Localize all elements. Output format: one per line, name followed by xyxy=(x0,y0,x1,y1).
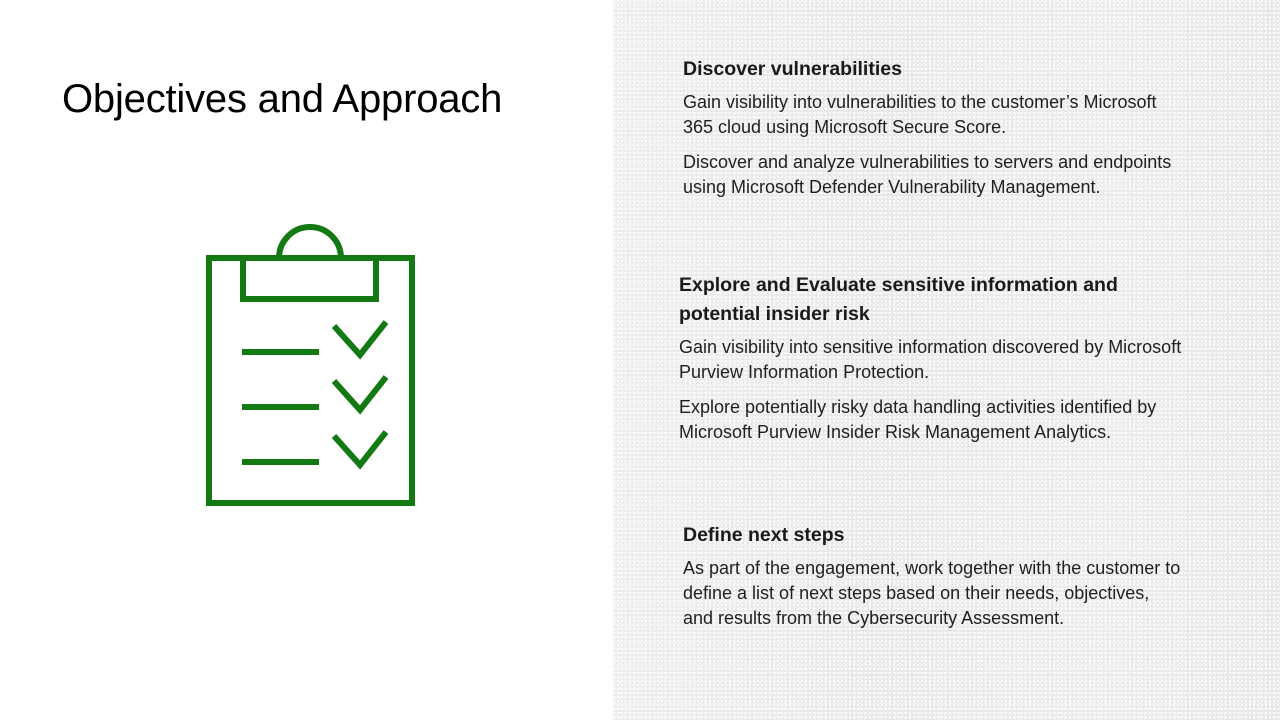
checkmark-1 xyxy=(331,320,389,360)
page-title: Objectives and Approach xyxy=(62,76,503,121)
block-paragraph: As part of the engagement, work together… xyxy=(683,558,1181,628)
content-block-define-next-steps: Define next steps As part of the engagem… xyxy=(683,521,1183,631)
left-panel: Objectives and Approach xyxy=(0,0,613,720)
clipboard-clip xyxy=(240,224,379,302)
content-block-discover-vulnerabilities: Discover vulnerabilities Gain visibility… xyxy=(683,55,1173,200)
clipboard-checklist-icon xyxy=(188,200,428,520)
content-panel: Discover vulnerabilities Gain visibility… xyxy=(613,0,1280,720)
block-heading: Discover vulnerabilities xyxy=(683,58,902,80)
block-paragraph: Gain visibility into vulnerabilities to … xyxy=(683,92,1157,137)
block-paragraph: Gain visibility into sensitive informati… xyxy=(679,337,1182,382)
block-heading: Define next steps xyxy=(683,524,845,546)
checkmark-2 xyxy=(331,375,389,415)
checkmark-3 xyxy=(331,430,389,470)
block-paragraph: Discover and analyze vulnerabilities to … xyxy=(683,152,1172,197)
block-heading: Explore and Evaluate sensitive informati… xyxy=(679,274,1118,325)
clipboard-body xyxy=(206,255,415,506)
block-paragraph: Explore potentially risky data handling … xyxy=(679,397,1157,442)
content-block-explore-evaluate-sensitive-information: Explore and Evaluate sensitive informati… xyxy=(679,271,1194,445)
